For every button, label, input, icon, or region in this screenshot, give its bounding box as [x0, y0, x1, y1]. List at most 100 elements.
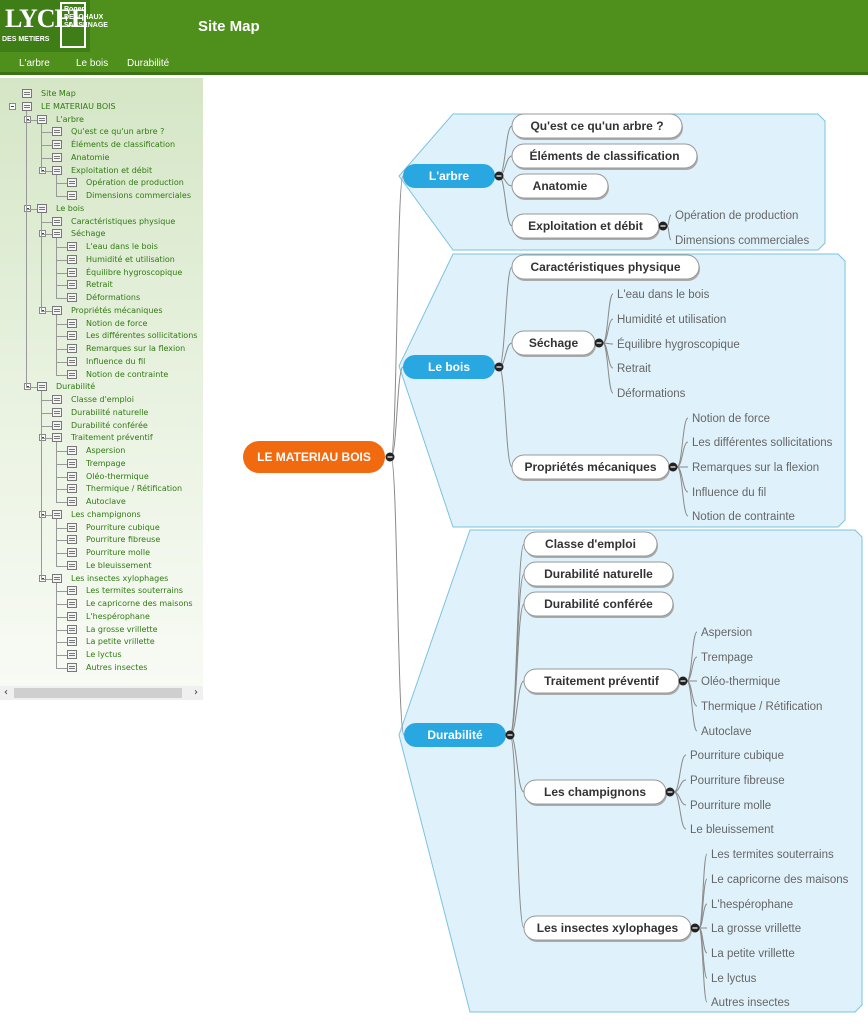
tree-item[interactable]: Oléo-thermique: [0, 471, 203, 484]
tree-connector: [56, 314, 57, 375]
branch-node[interactable]: L'arbre: [403, 164, 495, 188]
topic-node[interactable]: Qu'est ce qu'un arbre ?: [511, 113, 683, 140]
scroll-right-arrow-icon[interactable]: ›: [194, 687, 198, 698]
tree-item[interactable]: Déformations: [0, 293, 203, 305]
leaf-label: La petite vrillette: [711, 948, 795, 960]
topic-node[interactable]: Exploitation et débit: [511, 213, 660, 240]
tree-item[interactable]: Exploitation et débit: [0, 165, 203, 178]
topic-node[interactable]: Caractéristiques physique: [511, 254, 700, 281]
tree-item[interactable]: Opération de production: [0, 178, 203, 190]
tree-item-label: Autres insectes: [86, 662, 148, 672]
tree-item[interactable]: La grosse vrillette: [0, 624, 203, 637]
tree-item[interactable]: L'hespérophane: [0, 611, 203, 624]
branch-node[interactable]: Le bois: [403, 355, 495, 379]
tree-connector: [26, 387, 37, 389]
tree-item[interactable]: Le bois: [0, 203, 203, 216]
tree-item[interactable]: Les champignons: [0, 509, 203, 522]
tree-item[interactable]: Dimensions commerciales: [0, 191, 203, 203]
tree-item[interactable]: Notion de force: [0, 318, 203, 331]
page-icon: [67, 560, 77, 570]
tree-item[interactable]: Site Map: [0, 89, 203, 101]
collapse-toggle-icon[interactable]: [9, 102, 16, 110]
tree-item[interactable]: Pourriture fibreuse: [0, 535, 203, 547]
topic-node[interactable]: Éléments de classification: [511, 143, 698, 170]
tree-item[interactable]: Durabilité: [0, 382, 203, 394]
tree-item[interactable]: Éléments de classification: [0, 140, 203, 152]
collapse-toggle-icon[interactable]: [39, 306, 46, 314]
collapse-toggle-icon[interactable]: [39, 434, 46, 442]
page-icon: [67, 191, 77, 200]
leaf-label: Le bleuissement: [690, 824, 775, 836]
tree-item[interactable]: Aspersion: [0, 446, 203, 458]
nav-link-durabilite[interactable]: Durabilité: [127, 58, 170, 69]
collapse-toggle-icon[interactable]: [24, 115, 31, 123]
scrollbar-thumb[interactable]: [14, 688, 182, 698]
topic-label: Propriétés mécaniques: [524, 460, 656, 474]
page-icon: [37, 382, 47, 392]
tree-item-label: Aspersion: [86, 446, 126, 455]
tree-item[interactable]: Le lyctus: [0, 650, 203, 662]
tree-item[interactable]: Influence du fil: [0, 356, 203, 369]
topic-node[interactable]: Propriétés mécaniques: [511, 454, 670, 481]
tree-item[interactable]: Équilibre hygroscopique: [0, 267, 203, 280]
tree-item[interactable]: Retrait: [0, 280, 203, 292]
collapse-toggle-icon[interactable]: [24, 383, 31, 391]
tree-item[interactable]: Trempage: [0, 458, 203, 471]
collapse-toggle-icon[interactable]: [39, 510, 46, 518]
connector-line: [676, 441, 689, 468]
tree-item[interactable]: Humidité et utilisation: [0, 254, 203, 267]
tree-item[interactable]: LE MATERIAU BOIS: [0, 101, 203, 114]
tree-item[interactable]: Qu'est ce qu'un arbre ?: [0, 127, 203, 139]
tree-item[interactable]: Les termites souterrains: [0, 586, 203, 598]
tree-item[interactable]: Thermique / Rétification: [0, 484, 203, 496]
tree-connector: [56, 272, 67, 274]
topic-label: Durabilité conférée: [544, 597, 653, 611]
topic-node[interactable]: Durabilité conférée: [523, 591, 674, 618]
collapse-toggle-icon[interactable]: [39, 166, 46, 174]
tree-item[interactable]: L'eau dans le bois: [0, 242, 203, 254]
scroll-left-arrow-icon[interactable]: ‹: [4, 687, 8, 698]
tree-item[interactable]: Notion de contrainte: [0, 369, 203, 382]
topic-node[interactable]: Durabilité naturelle: [523, 561, 674, 588]
topic-node[interactable]: Les insectes xylophages: [523, 915, 692, 942]
topic-node[interactable]: Classe d'emploi: [523, 531, 658, 558]
collapse-toggle-icon[interactable]: [39, 230, 46, 238]
tree-item[interactable]: Pourriture molle: [0, 548, 203, 560]
branch-node[interactable]: Durabilité: [404, 723, 506, 747]
tree-item[interactable]: Classe d'emploi: [0, 395, 203, 407]
tree-item-label: Pourriture molle: [86, 548, 151, 557]
tree-item[interactable]: Autres insectes: [0, 662, 203, 675]
root-node[interactable]: LE MATERIAU BOIS: [243, 441, 385, 473]
tree-item[interactable]: L'arbre: [0, 114, 203, 127]
collapse-toggle-icon[interactable]: [39, 574, 46, 582]
school-logo[interactable]: LYCEE DES METIERS Roger DESCHAUX SASSENA…: [0, 0, 108, 52]
topic-node[interactable]: Les champignons: [523, 779, 667, 806]
collapse-toggle-icon[interactable]: [24, 204, 31, 212]
nav-link-arbre[interactable]: L'arbre: [19, 58, 50, 69]
tree-item[interactable]: Séchage: [0, 229, 203, 241]
tree-item[interactable]: Les insectes xylophages: [0, 573, 203, 586]
tree-item[interactable]: Durabilité naturelle: [0, 407, 203, 420]
tree-item[interactable]: Le bleuissement: [0, 560, 203, 573]
tree-item[interactable]: Les différentes sollicitations: [0, 331, 203, 343]
tree-item[interactable]: La petite vrillette: [0, 637, 203, 649]
tree-item[interactable]: Durabilité conférée: [0, 420, 203, 433]
page-icon: [67, 293, 77, 302]
tree-item[interactable]: Anatomie: [0, 152, 203, 165]
tree-item[interactable]: Le capricorne des maisons: [0, 599, 203, 611]
page-icon: [52, 407, 62, 417]
page-icon: [52, 140, 62, 149]
topic-node[interactable]: Anatomie: [511, 173, 609, 200]
tree-item[interactable]: Pourriture cubique: [0, 522, 203, 535]
nav-link-bois[interactable]: Le bois: [76, 58, 109, 69]
tree-item[interactable]: Remarques sur la flexion: [0, 344, 203, 356]
horizontal-scrollbar[interactable]: ‹ ›: [0, 686, 203, 700]
topic-node[interactable]: Traitement préventif: [523, 668, 680, 695]
topic-node[interactable]: Séchage: [511, 330, 596, 357]
tree-item[interactable]: Caractéristiques physique: [0, 216, 203, 229]
tree-item[interactable]: Propriétés mécaniques: [0, 305, 203, 318]
tree-item[interactable]: Autoclave: [0, 497, 203, 509]
tree-item-label: Dimensions commerciales: [86, 191, 191, 200]
tree-item[interactable]: Traitement préventif: [0, 433, 203, 445]
